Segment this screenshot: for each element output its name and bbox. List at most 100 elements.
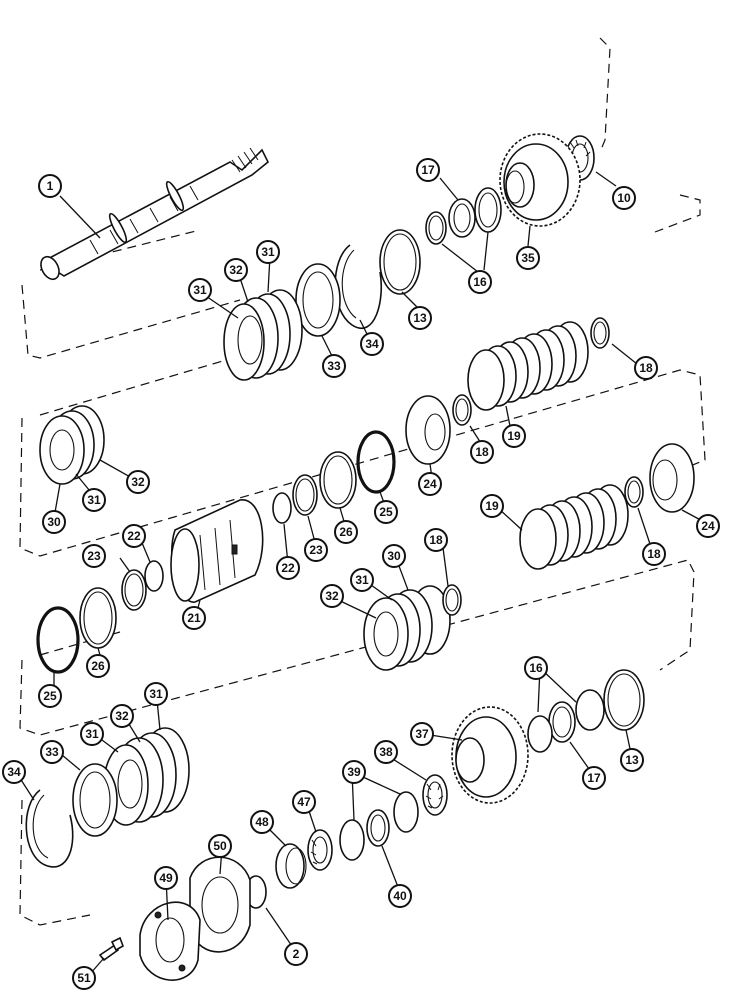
svg-text:31: 31 bbox=[87, 493, 101, 507]
bearing-38 bbox=[422, 774, 448, 816]
callout-24-upper: 24 bbox=[418, 472, 442, 496]
callout-39: 39 bbox=[342, 760, 366, 784]
gasket-50 bbox=[189, 856, 251, 953]
seal-25-upper bbox=[356, 430, 396, 494]
callout-18-right: 18 bbox=[642, 542, 666, 566]
svg-text:49: 49 bbox=[159, 871, 173, 885]
race-48 bbox=[275, 843, 307, 889]
callout-1: 1 bbox=[38, 174, 62, 198]
svg-text:22: 22 bbox=[127, 529, 141, 543]
svg-text:13: 13 bbox=[625, 753, 639, 767]
snap-ring-34-lower bbox=[25, 789, 74, 868]
callout-18-lower: 18 bbox=[424, 528, 448, 552]
svg-text:38: 38 bbox=[379, 745, 393, 759]
callout-2: 2 bbox=[284, 942, 308, 966]
svg-text:17: 17 bbox=[587, 771, 601, 785]
washers-16-17-lower bbox=[527, 689, 605, 753]
callout-26-upper: 26 bbox=[334, 520, 358, 544]
svg-text:18: 18 bbox=[647, 547, 661, 561]
svg-text:22: 22 bbox=[281, 561, 295, 575]
svg-text:19: 19 bbox=[507, 429, 521, 443]
snap-ring-13-upper bbox=[379, 229, 421, 295]
callout-30-left: 30 bbox=[42, 510, 66, 534]
callout-17-lower: 17 bbox=[582, 766, 606, 790]
callout-40: 40 bbox=[388, 884, 412, 908]
cover-49 bbox=[139, 901, 201, 981]
svg-text:23: 23 bbox=[309, 543, 323, 557]
callout-31-lower-right: 31 bbox=[144, 682, 168, 706]
ring-22-lower bbox=[144, 560, 164, 592]
callout-34-lower: 34 bbox=[2, 760, 26, 784]
svg-text:48: 48 bbox=[255, 815, 269, 829]
callout-22-lower: 22 bbox=[122, 524, 146, 548]
svg-text:37: 37 bbox=[415, 727, 429, 741]
callout-48: 48 bbox=[250, 810, 274, 834]
svg-text:32: 32 bbox=[115, 709, 129, 723]
washers-39-40 bbox=[339, 791, 419, 861]
ring-18-right bbox=[624, 476, 644, 508]
svg-text:19: 19 bbox=[485, 499, 499, 513]
clutch-pack-lower bbox=[103, 727, 190, 826]
callout-51: 51 bbox=[72, 966, 96, 990]
callout-22-upper: 22 bbox=[276, 556, 300, 580]
ring-22-upper bbox=[272, 492, 292, 524]
callout-24-right: 24 bbox=[696, 514, 720, 538]
callout-31-lower-left: 31 bbox=[80, 722, 104, 746]
callout-19-lower: 19 bbox=[480, 494, 504, 518]
plate-33-lower bbox=[72, 763, 118, 837]
svg-text:32: 32 bbox=[325, 589, 339, 603]
svg-text:24: 24 bbox=[701, 519, 715, 533]
bearing-47 bbox=[307, 829, 333, 871]
callout-30-mid: 30 bbox=[382, 544, 406, 568]
main-shaft bbox=[40, 147, 270, 281]
svg-text:32: 32 bbox=[131, 475, 145, 489]
svg-text:18: 18 bbox=[639, 361, 653, 375]
callout-47: 47 bbox=[292, 790, 316, 814]
callout-31-left: 31 bbox=[82, 488, 106, 512]
svg-text:50: 50 bbox=[213, 839, 227, 853]
drum-21 bbox=[170, 499, 264, 603]
svg-text:32: 32 bbox=[229, 263, 243, 277]
callout-16-upper: 16 bbox=[468, 270, 492, 294]
callout-32-left: 32 bbox=[126, 470, 150, 494]
assembly-boundary-lines bbox=[19, 37, 706, 926]
svg-text:18: 18 bbox=[429, 533, 443, 547]
svg-text:31: 31 bbox=[193, 283, 207, 297]
svg-text:13: 13 bbox=[413, 311, 427, 325]
callout-31-mid: 31 bbox=[350, 568, 374, 592]
callout-25-upper: 25 bbox=[374, 500, 398, 524]
callout-34-upper: 34 bbox=[360, 332, 384, 356]
callout-19-upper: 19 bbox=[502, 424, 526, 448]
callout-31-upper-left: 31 bbox=[188, 278, 212, 302]
ring-18-lower bbox=[442, 584, 462, 616]
callout-49: 49 bbox=[154, 866, 178, 890]
svg-text:23: 23 bbox=[87, 549, 101, 563]
callout-17-upper: 17 bbox=[416, 158, 440, 182]
svg-text:34: 34 bbox=[365, 337, 379, 351]
svg-text:2: 2 bbox=[293, 947, 300, 961]
svg-text:24: 24 bbox=[423, 477, 437, 491]
clutch-pack-mid bbox=[363, 585, 451, 671]
callout-18-mid: 18 bbox=[470, 440, 494, 464]
bolt-51 bbox=[98, 936, 124, 962]
ring-18-mid bbox=[452, 394, 472, 426]
piston-24-right bbox=[649, 443, 695, 513]
svg-text:47: 47 bbox=[297, 795, 311, 809]
callout-31-upper-right: 31 bbox=[256, 240, 280, 264]
callout-23-lower: 23 bbox=[82, 544, 106, 568]
ring-18-top bbox=[590, 317, 610, 349]
snap-ring-13-lower bbox=[603, 669, 645, 731]
svg-text:31: 31 bbox=[85, 727, 99, 741]
svg-text:31: 31 bbox=[261, 245, 275, 259]
svg-text:16: 16 bbox=[529, 661, 543, 675]
gear-35 bbox=[499, 133, 581, 227]
clutch-pack-upper bbox=[223, 289, 303, 381]
piston-24-upper bbox=[405, 395, 451, 465]
svg-text:34: 34 bbox=[7, 765, 21, 779]
svg-text:17: 17 bbox=[421, 163, 435, 177]
callout-38: 38 bbox=[374, 740, 398, 764]
snap-ring-34-upper bbox=[334, 244, 383, 329]
callout-32-lower: 32 bbox=[110, 704, 134, 728]
callout-21: 21 bbox=[182, 606, 206, 630]
